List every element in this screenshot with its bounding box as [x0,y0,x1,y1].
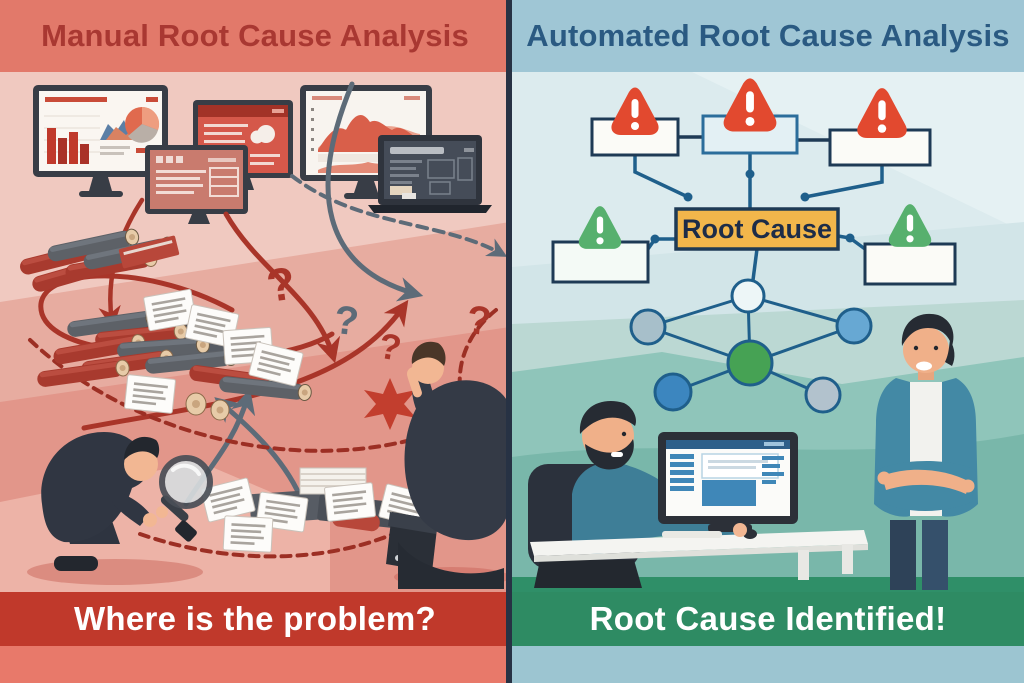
tree-connectors [633,135,884,281]
automated-title: Automated Root Cause Analysis [526,18,1010,53]
colleague-head [903,327,949,373]
automated-scene-art: Root Cause [512,72,1024,592]
connector-dots [650,169,855,244]
monitor-log-list [145,145,248,224]
alert-box-green-right [863,242,957,286]
log-pile-top [17,227,180,295]
root-cause-tree: Root Cause [551,78,957,414]
manual-scene-art: ? ? ? ? [0,72,510,592]
automated-footer-strip [512,646,1024,683]
automated-panel: Automated Root Cause Analysis [512,0,1024,683]
automated-header-band: Automated Root Cause Analysis [512,0,1024,72]
standing-colleague [874,313,978,590]
paper-sheet [123,374,177,414]
area-chart-icon [100,120,132,155]
manual-caption-band: Where is the problem? [0,592,510,646]
manual-footer-strip [0,646,510,683]
investigator-head [124,447,158,481]
analyst-desk-scene [528,401,868,588]
paper-sheet [222,515,274,553]
dependency-network [629,278,873,414]
root-cause-box: Root Cause [674,207,840,251]
manual-panel: Manual Root Cause Analysis [0,0,510,683]
network-node-root [726,339,774,387]
manual-caption: Where is the problem? [73,600,437,637]
automated-scene: Root Cause [512,72,1024,592]
manual-header-band: Manual Root Cause Analysis [0,0,510,72]
laptop-dark-console [368,135,492,213]
monitor-bar-pie-dashboard [33,85,168,197]
question-mark-icon: ? [332,298,361,344]
network-node [629,308,667,346]
frustrated-sitting-man [386,341,510,589]
dashboard-sidebar-bars [670,454,694,491]
impact-star-icon [364,378,416,430]
magnifying-glass-icon [159,455,213,542]
keyboard [662,531,722,538]
manual-scene: ? ? ? ? [0,72,510,592]
desk [530,530,868,556]
network-node [835,307,873,345]
log-ends [185,392,230,421]
desktop-monitor-dashboard [658,432,798,532]
pie-chart-icon [125,106,160,143]
network-node [804,376,842,414]
automated-caption-band: Root Cause Identified! [512,592,1024,646]
automated-caption: Root Cause Identified! [589,600,947,637]
network-node [730,278,766,314]
panel-divider [506,0,512,683]
bar-chart-icon [47,128,89,164]
cloud-icon [250,125,275,144]
root-cause-label: Root Cause [682,214,832,244]
crouching-investigator [27,432,213,585]
question-mark-icon: ? [464,298,494,345]
paper-sheet [323,482,377,522]
manual-title: Manual Root Cause Analysis [41,18,469,53]
network-node [653,372,693,412]
